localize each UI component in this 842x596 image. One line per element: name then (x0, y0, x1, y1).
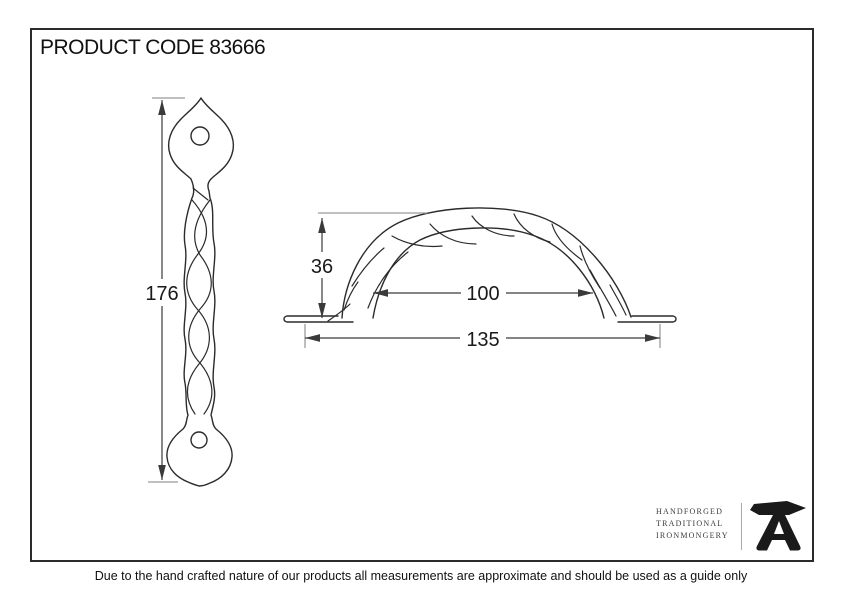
side-projection-dimension-label: 36 (311, 256, 333, 278)
side-inner-span-dimension-label: 100 (466, 283, 499, 305)
anvil-logo-icon (750, 501, 806, 551)
side-right-foot-plate (617, 315, 677, 323)
brand-line-1: HANDFORGED (656, 507, 724, 516)
dimension-label-mask (307, 252, 337, 278)
front-handle-outline (166, 97, 235, 487)
dimension-label-mask (142, 279, 182, 306)
anvil-body-icon (756, 515, 801, 551)
side-handle-outer-contour (341, 207, 632, 319)
dimension-label-mask (461, 279, 506, 305)
front-twist-strands (186, 187, 213, 415)
side-view-drawing: 36 100 135 (283, 207, 677, 351)
front-bottom-screw-hole (190, 431, 208, 449)
side-left-foot-plate (283, 315, 354, 323)
front-height-dimension-label: 176 (145, 283, 178, 305)
brand-line-2: TRADITIONAL (656, 519, 724, 528)
brand-divider-line (741, 503, 742, 550)
product-code-label: PRODUCT CODE 83666 (40, 36, 266, 59)
anvil-top-icon (750, 501, 806, 515)
front-view-drawing: 176 (142, 97, 235, 487)
disclaimer-text: Due to the hand crafted nature of our pr… (94, 569, 748, 583)
front-top-screw-hole (190, 126, 210, 146)
dimension-label-mask (460, 325, 506, 351)
side-twist-strands (327, 213, 627, 322)
brand-wordmark: HANDFORGED TRADITIONAL IRONMONGERY (656, 506, 742, 542)
brand-line-3: IRONMONGERY (656, 531, 729, 540)
side-overall-length-dimension-label: 135 (466, 329, 499, 351)
